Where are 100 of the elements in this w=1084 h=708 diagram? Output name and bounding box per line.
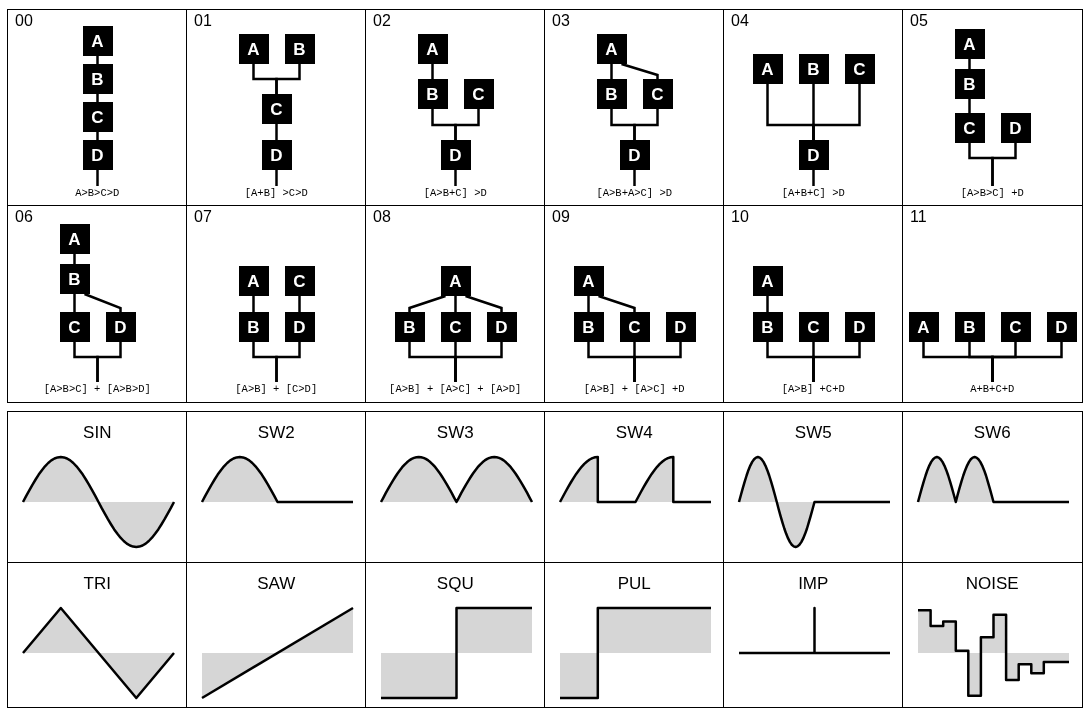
- algorithm-formula: [A>B] + [A>C] +D: [583, 384, 685, 395]
- waveform-name: SW6: [973, 424, 1011, 441]
- algorithm-cell: [902, 9, 1083, 207]
- cell-number: 11: [910, 209, 927, 225]
- operator-box: B: [596, 79, 627, 109]
- operator-box: A: [752, 266, 783, 296]
- connector-line: [991, 143, 1017, 186]
- waveform-name: NOISE: [965, 575, 1019, 592]
- connector-line: [96, 170, 99, 187]
- operator-box: A: [59, 224, 90, 254]
- connector-line: [812, 170, 815, 187]
- operator-box: D: [1000, 113, 1031, 143]
- algorithm-formula: [A>B] +C+D: [781, 384, 845, 395]
- operator-box: D: [665, 312, 696, 342]
- connector-line: [96, 132, 99, 140]
- algorithm-cell: [365, 9, 546, 207]
- operator-box: D: [284, 312, 315, 342]
- algorithm-formula: [A>B+A>C] >D: [596, 188, 673, 199]
- operator-box: B: [59, 264, 90, 294]
- algorithm-formula: [A>B] + [A>C] + [A>D]: [389, 384, 522, 395]
- connector-line: [633, 109, 659, 140]
- operator-box: D: [1046, 312, 1077, 342]
- connector-line: [633, 170, 636, 187]
- connector-line: [73, 254, 76, 264]
- operator-box: A: [82, 26, 113, 56]
- cell-number: 04: [731, 13, 749, 29]
- algorithm-formula: A+B+C+D: [970, 384, 1015, 395]
- operator-box: C: [82, 102, 113, 132]
- algorithm-cell: [186, 205, 367, 403]
- waveform-name: IMP: [798, 575, 829, 592]
- operator-box: D: [619, 140, 650, 170]
- operator-box: D: [844, 312, 875, 342]
- waveform-cell: [544, 562, 725, 708]
- waveform-cell: [186, 411, 367, 564]
- connector-line: [766, 296, 769, 312]
- waveform-cell: [186, 562, 367, 708]
- operator-box: B: [82, 64, 113, 94]
- algorithm-cell: [7, 205, 188, 403]
- operator-box: C: [284, 266, 315, 296]
- algorithm-cell: [544, 9, 725, 207]
- operator-box: A: [238, 266, 269, 296]
- operator-box: D: [261, 140, 292, 170]
- waveform-cell: [365, 411, 546, 564]
- cell-number: 06: [15, 209, 33, 225]
- waveform-cell: [902, 411, 1083, 564]
- cell-number: 00: [15, 13, 33, 29]
- connector-line: [298, 296, 301, 312]
- operator-box: C: [1000, 312, 1031, 342]
- connector-line: [991, 342, 1063, 382]
- connector-line: [431, 64, 434, 79]
- connector-line: [587, 296, 590, 312]
- connector-line: [968, 59, 971, 69]
- waveform-name: PUL: [617, 575, 651, 592]
- connector-line: [96, 94, 99, 102]
- operator-box: C: [954, 113, 985, 143]
- connector-line: [968, 99, 971, 113]
- operator-box: C: [619, 312, 650, 342]
- waveform-name: SW3: [436, 424, 474, 441]
- connector-line: [275, 170, 278, 187]
- operator-box: C: [261, 94, 292, 124]
- operator-box: B: [238, 312, 269, 342]
- operator-box: C: [844, 54, 875, 84]
- connector-line: [84, 292, 122, 312]
- connector-line: [610, 64, 613, 79]
- algorithm-formula: [A>B+C] >D: [423, 188, 487, 199]
- operator-box: B: [954, 69, 985, 99]
- operator-box: D: [486, 312, 517, 342]
- operator-box: D: [798, 140, 829, 170]
- operator-box: D: [440, 140, 471, 170]
- algorithm-formula: A>B>C>D: [75, 188, 120, 199]
- connector-line: [454, 342, 503, 382]
- waveform-cell: [7, 562, 188, 708]
- algorithm-cell: [365, 205, 546, 403]
- cell-number: 10: [731, 209, 749, 225]
- algorithm-cell: [723, 205, 904, 403]
- waveform-name: TRI: [83, 575, 111, 592]
- operator-box: A: [440, 266, 471, 296]
- cell-number: 08: [373, 209, 391, 225]
- waveform-cell: [902, 562, 1083, 708]
- algorithm-cell: [544, 205, 725, 403]
- connector-line: [408, 294, 446, 312]
- connector-line: [96, 342, 122, 382]
- operator-box: B: [284, 34, 315, 64]
- waveform-cell: [544, 411, 725, 564]
- cell-number: 05: [910, 13, 928, 29]
- cell-number: 07: [194, 209, 212, 225]
- operator-box: C: [798, 312, 829, 342]
- connector-line: [454, 296, 457, 312]
- operator-box: B: [573, 312, 604, 342]
- cell-number: 02: [373, 13, 391, 29]
- cell-number: 01: [194, 13, 212, 29]
- waveform-name: SW4: [615, 424, 653, 441]
- operator-box: C: [440, 312, 471, 342]
- operator-box: A: [954, 29, 985, 59]
- operator-box: C: [59, 312, 90, 342]
- connector-line: [621, 62, 659, 79]
- operator-box: A: [908, 312, 939, 342]
- waveform-name: SQU: [436, 575, 474, 592]
- connector-line: [275, 124, 278, 140]
- waveform-name: SIN: [83, 424, 112, 441]
